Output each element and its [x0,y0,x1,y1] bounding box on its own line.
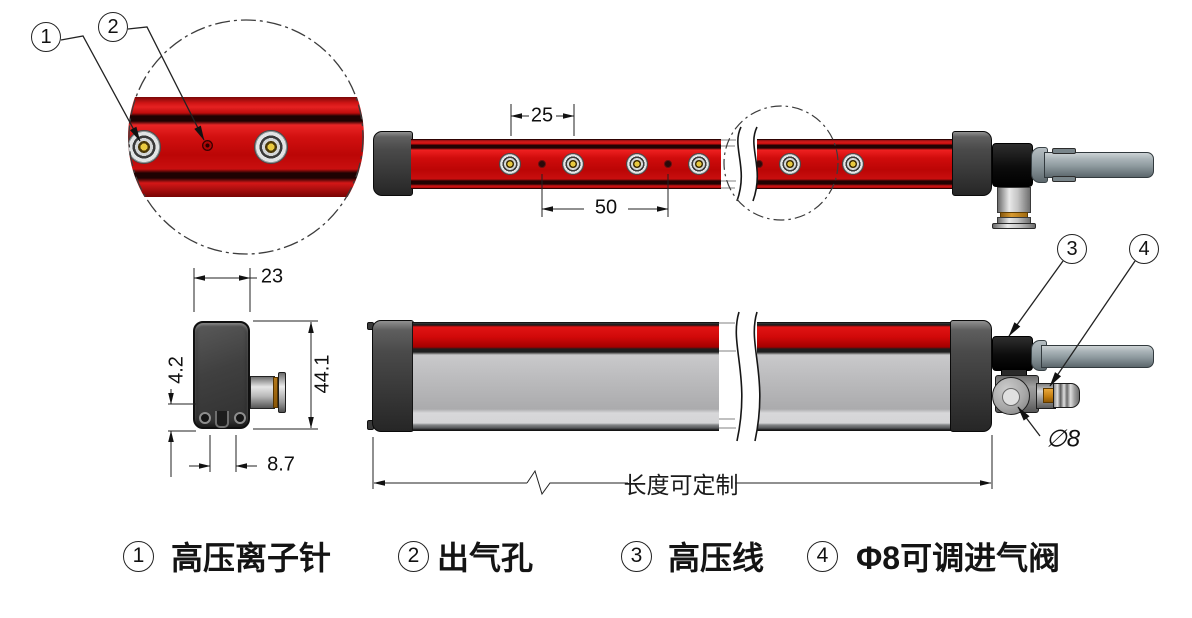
air-outlet-hole [538,160,546,168]
ion-needle-emitter [562,153,584,175]
ion-needle-emitter [254,130,288,164]
hv-cable-elbow-top-view [992,143,1033,187]
ion-needle-emitter [779,153,801,175]
legend-label-1: 高压离子针 [171,540,332,576]
detail-view [128,19,364,255]
legend-num-1: 1 [123,540,154,572]
air-outlet-hole [664,160,672,168]
cable-clamp-ring [1052,148,1076,154]
ion-needle-emitter [128,130,161,164]
air-fitting-flange [992,223,1036,229]
legend-item-air-outlet: 2 出气孔 [398,533,533,579]
callout-balloon-2: 2 [98,12,128,42]
dim-hole-spacing: 8.7 [267,453,295,476]
dim-valve-diameter: ∅8 [1045,425,1081,453]
intake-valve-bore [1002,388,1020,406]
legend-label-3: 高压线 [668,540,765,576]
end-cap-left-top-view [373,131,413,196]
ion-bar-front-view [412,322,952,431]
cable-clamp-ring [1052,176,1076,182]
air-fitting-flange-side [278,372,286,413]
dim-body-height: 44.1 [311,354,334,394]
legend-label-4: Φ8可调进气阀 [856,540,1061,576]
ion-needle-emitter [688,153,710,175]
end-cap-left-front-view [372,320,414,432]
end-cap-right-top-view [952,131,992,196]
air-fitting-body-top-view [997,187,1031,213]
end-cap-right-front-view [950,320,992,432]
ion-needle-emitter [626,153,648,175]
bottom-slot [215,411,229,428]
legend-item-ion-needle: 1 高压离子针 [123,533,331,579]
callout-balloon-4: 4 [1129,234,1159,264]
hv-cable-front-view [1041,345,1154,368]
legend-item-intake-valve: 4 Φ8可调进气阀 [807,533,1060,579]
ion-needle-emitter [499,153,521,175]
air-fitting-side-view [250,376,275,409]
legend-num-4: 4 [807,540,838,572]
mounting-hole [234,412,246,424]
legend-num-3: 3 [621,540,652,572]
hv-cable-top-view [1044,152,1154,178]
ion-bar-detail-surface [128,97,364,197]
dim-bottom-offset: 4.2 [165,356,188,384]
ion-bar-top-view [411,139,952,189]
dim-hole-pitch: 50 [594,196,618,219]
legend-num-2: 2 [398,540,429,572]
valve-adjust-knob [1053,383,1080,408]
air-outlet-hole [202,140,213,151]
callout-balloon-1: 1 [31,22,61,52]
ion-needle-emitter [842,153,864,175]
callout-balloon-3: 3 [1057,234,1087,264]
dim-needle-pitch: 25 [530,104,554,127]
mounting-hole [199,412,211,424]
air-outlet-hole [755,160,763,168]
hv-cable-elbow-front-view [992,336,1033,371]
legend-label-2: 出气孔 [437,540,534,576]
dim-body-width: 23 [260,265,284,288]
legend-item-hv-cable: 3 高压线 [621,533,764,579]
dim-length-note: 长度可定制 [623,472,739,498]
